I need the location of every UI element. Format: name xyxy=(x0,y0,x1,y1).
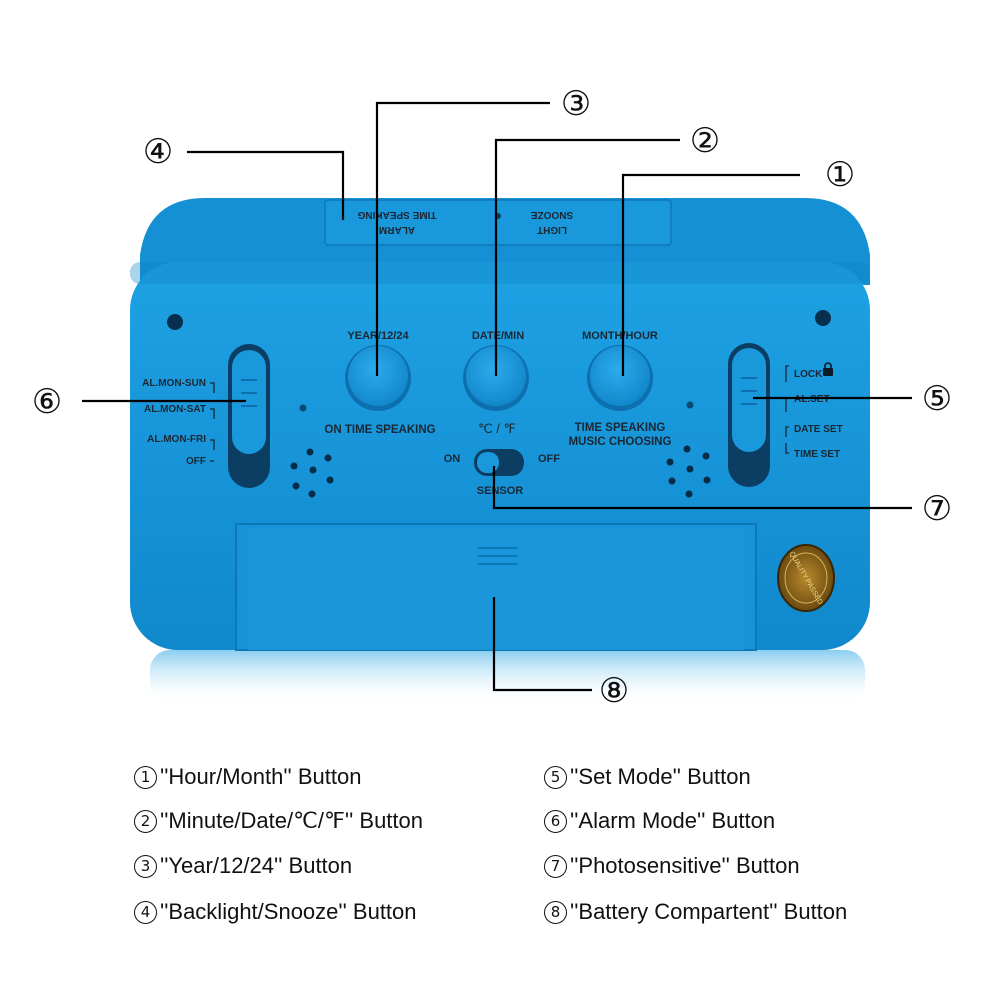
caption-temperature: ℃ / ℉ xyxy=(478,421,516,436)
legend-number-2: 2 xyxy=(134,810,157,833)
backlight-snooze-button[interactable]: ALARM TIME SPEAKING SNOOZE LIGHT xyxy=(324,199,672,246)
legend-item-2: 2''Minute/Date/℃/℉'' Button xyxy=(134,808,423,834)
set-label-date-set: DATE SET xyxy=(794,424,843,435)
indicator-dot-left xyxy=(299,404,307,412)
legend-item-6: 6''Alarm Mode'' Button xyxy=(544,808,775,834)
legend-text-3: ''Year/12/24'' Button xyxy=(160,853,353,878)
speaker-grill-left xyxy=(290,448,334,498)
indicator-dot-right xyxy=(686,401,694,409)
alarm-label-mon-sat: AL.MON-SAT xyxy=(144,404,206,415)
alarm-label-off: OFF xyxy=(186,456,206,467)
legend-number-8: 8 xyxy=(544,901,567,924)
legend-number-1: 1 xyxy=(134,766,157,789)
sensor-on-label: ON xyxy=(444,453,461,465)
screw-hole-left xyxy=(167,314,183,330)
hour-month-button[interactable] xyxy=(587,345,653,411)
legend-text-2: ''Minute/Date/℃/℉'' Button xyxy=(160,808,424,833)
callout-5: ⑤ xyxy=(922,379,952,419)
top-button-text-light: LIGHT xyxy=(537,224,567,235)
photosensitive-switch[interactable] xyxy=(474,449,524,476)
legend-item-4: 4''Backlight/Snooze'' Button xyxy=(134,899,417,925)
legend-number-6: 6 xyxy=(544,810,567,833)
leader-line-2 xyxy=(494,138,680,376)
caption-time-speaking: TIME SPEAKING xyxy=(575,422,666,434)
sensor-off-label: OFF xyxy=(538,453,560,465)
legend-text-8: ''Battery Compartent'' Button xyxy=(570,899,848,924)
callout-3: ③ xyxy=(561,84,591,124)
leader-line-3 xyxy=(375,101,550,376)
alarm-mode-switch[interactable] xyxy=(228,344,270,488)
button-label-date-min: DATE/MIN xyxy=(472,330,524,342)
leader-line-4 xyxy=(187,150,345,220)
top-button-text-time-speaking: TIME SPEAKING xyxy=(357,209,436,220)
set-mode-switch[interactable] xyxy=(728,343,770,487)
callout-1: ① xyxy=(825,155,855,195)
set-label-lock: LOCK xyxy=(794,369,823,380)
legend-item-3: 3''Year/12/24'' Button xyxy=(134,853,352,879)
reflection xyxy=(150,650,865,705)
battery-compartment[interactable] xyxy=(235,523,757,651)
sensor-label: SENSOR xyxy=(477,485,524,497)
caption-on-time-speaking: ON TIME SPEAKING xyxy=(324,424,435,436)
lock-icon xyxy=(823,362,833,376)
button-label-month-hour: MONTH/HOUR xyxy=(582,330,658,342)
legend-text-5: ''Set Mode'' Button xyxy=(570,764,751,789)
legend-number-5: 5 xyxy=(544,766,567,789)
alarm-label-mon-sun: AL.MON-SUN xyxy=(142,378,206,389)
legend-text-1: ''Hour/Month'' Button xyxy=(160,764,362,789)
legend-number-7: 7 xyxy=(544,855,567,878)
set-label-time-set: TIME SET xyxy=(794,449,840,460)
leader-line-7 xyxy=(492,466,912,510)
legend-text-7: ''Photosensitive'' Button xyxy=(570,853,800,878)
legend-item-5: 5''Set Mode'' Button xyxy=(544,764,751,790)
callout-8: ⑧ xyxy=(599,671,629,711)
callout-6: ⑥ xyxy=(32,382,62,422)
legend-item-8: 8''Battery Compartent'' Button xyxy=(544,899,847,925)
top-button-text-snooze: SNOOZE xyxy=(531,209,574,220)
alarm-label-mon-fri: AL.MON-FRI xyxy=(147,434,206,445)
button-label-year: YEAR/12/24 xyxy=(347,330,409,342)
speaker-grill-right xyxy=(666,445,711,498)
legend-text-4: ''Backlight/Snooze'' Button xyxy=(160,899,417,924)
screw-hole-right xyxy=(815,310,831,326)
set-label-al-set: AL.SET xyxy=(794,394,830,405)
top-button-text-alarm: ALARM xyxy=(379,224,415,235)
quality-passed-badge: QUALITY PASSED xyxy=(777,544,835,612)
callout-7: ⑦ xyxy=(922,489,952,529)
caption-music-choosing: MUSIC CHOOSING xyxy=(569,436,672,448)
leader-line-8 xyxy=(492,597,592,692)
alarm-mode-labels: AL.MON-SUN AL.MON-SAT AL.MON-FRI OFF xyxy=(142,378,215,467)
legend-number-4: 4 xyxy=(134,901,157,924)
legend-item-1: 1''Hour/Month'' Button xyxy=(134,764,361,790)
leader-line-1 xyxy=(621,173,800,376)
callout-2: ② xyxy=(690,121,720,161)
callout-4: ④ xyxy=(143,132,173,172)
legend-text-6: ''Alarm Mode'' Button xyxy=(570,808,776,833)
legend-number-3: 3 xyxy=(134,855,157,878)
legend-item-7: 7''Photosensitive'' Button xyxy=(544,853,800,879)
